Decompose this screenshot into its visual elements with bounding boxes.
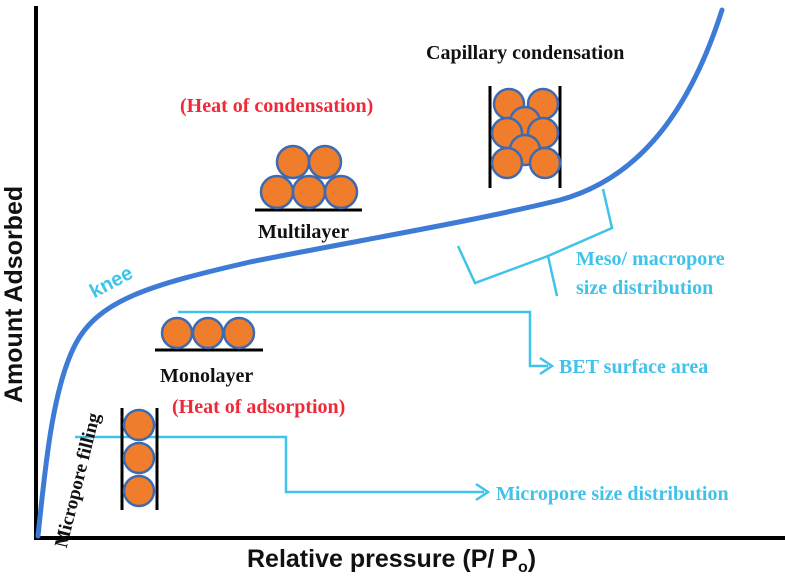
meso-bracket — [456, 188, 614, 297]
monolayer-stack — [155, 316, 263, 352]
capillary-pore — [488, 86, 562, 188]
micropore-size-distribution-label: Micropore size distribution — [496, 483, 729, 505]
x-axis-label-subscript: o — [517, 559, 528, 576]
multilayer-stack — [255, 144, 362, 212]
heat-of-condensation-label: (Heat of condensation) — [180, 95, 374, 117]
monolayer-label: Monolayer — [160, 365, 254, 387]
meso-macropore-label-line1: Meso/ macropore — [576, 248, 725, 270]
x-axis-label: Relative pressure (P/ Po) — [247, 547, 536, 576]
y-axis-label: Amount Adsorbed — [0, 185, 28, 403]
bet-connector — [178, 310, 555, 376]
capillary-condensation-label: Capillary condensation — [426, 42, 625, 64]
x-axis-label-main: Relative pressure (P/ P — [247, 545, 518, 573]
x-axis-label-close: ) — [527, 545, 537, 573]
isotherm-curve — [35, 7, 725, 539]
bet-surface-area-label: BET surface area — [559, 356, 709, 378]
micropore-column — [120, 408, 159, 510]
multilayer-label: Multilayer — [258, 221, 350, 243]
micropore-connector — [75, 435, 491, 502]
heat-of-adsorption-label: (Heat of adsorption) — [172, 396, 346, 418]
meso-macropore-label-line2: size distribution — [576, 277, 714, 299]
